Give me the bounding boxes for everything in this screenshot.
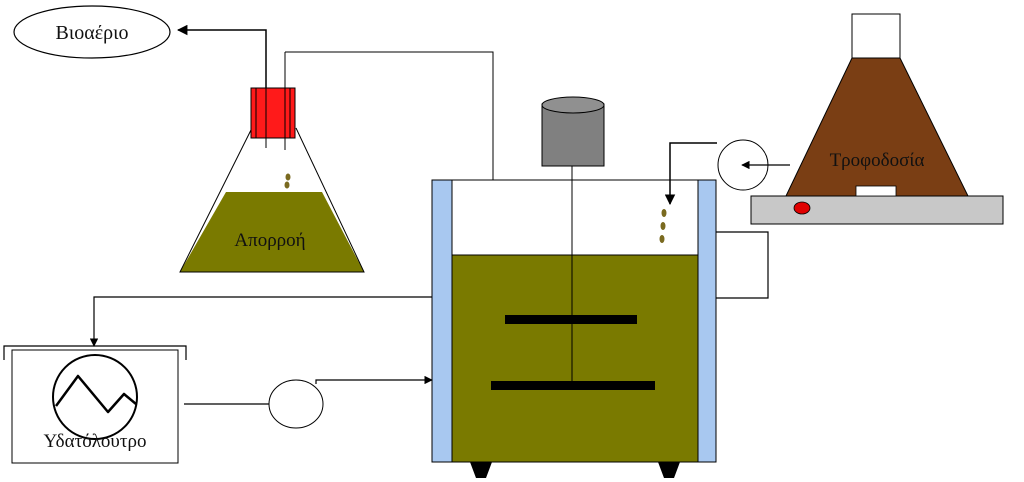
effluent-label: Απορροή [234, 230, 305, 251]
feed-droplet [659, 235, 665, 243]
biogas-line [176, 24, 267, 90]
motor-body [541, 103, 605, 167]
feed-cone [785, 57, 969, 197]
motor-top [541, 96, 605, 114]
reactor-liquid [451, 254, 699, 463]
biogas-label: Βιοαέριο [56, 22, 129, 44]
biogas-output: Βιοαέριο [13, 5, 171, 59]
pump-to-jacket-line [315, 375, 433, 385]
stirrer-blade-lower [491, 381, 655, 390]
pump-to-reactor-line [664, 142, 717, 206]
water-bath-label: Υδατόλουτρο [44, 431, 147, 452]
bath-wave [54, 374, 137, 414]
feed-opening [855, 185, 897, 197]
feed-platform [750, 195, 1004, 225]
jacket-loop [716, 231, 769, 299]
effluent-flask: Απορροή [179, 52, 365, 273]
pump-icon [268, 379, 324, 429]
feed-droplet [661, 209, 667, 217]
flask-seal [250, 87, 296, 139]
reactor-foot-left [470, 462, 492, 478]
flask-outline [179, 127, 365, 273]
biogas-ellipse [13, 5, 171, 59]
stirrer-blade-upper [505, 315, 637, 324]
temperature-wave-icon [52, 354, 138, 440]
feed-droplet [660, 222, 666, 230]
circulation-pump-circle [268, 379, 324, 429]
feed-apparatus: Τροφοδοσία [750, 13, 1004, 225]
motor-icon [541, 96, 605, 167]
platform-indicator [793, 201, 811, 215]
feed-label: Τροφοδοσία [830, 150, 925, 171]
feed-cap [851, 13, 901, 59]
droplet [285, 173, 291, 181]
droplet [284, 181, 290, 189]
return-line [89, 296, 432, 347]
effluent-liquid [180, 192, 364, 272]
water-bath: Υδατόλουτρο [3, 345, 187, 464]
reactor [431, 166, 717, 478]
reactor-foot-right [658, 462, 680, 478]
